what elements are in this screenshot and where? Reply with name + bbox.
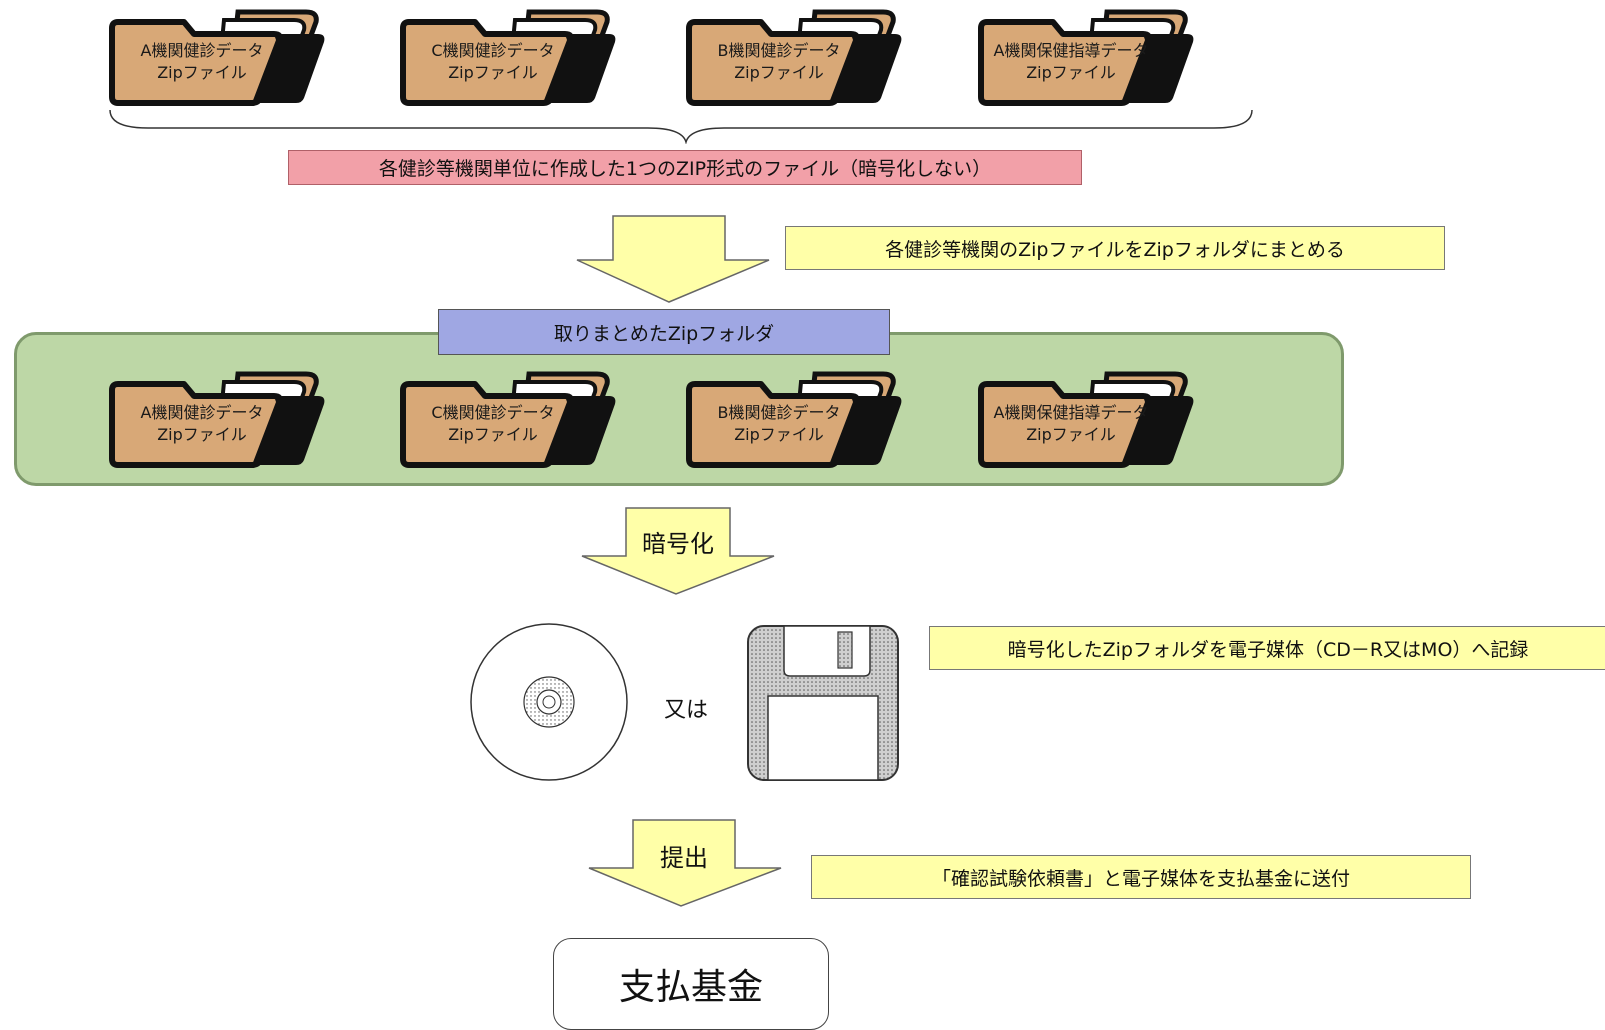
record-note: 暗号化したZipフォルダを電子媒体（CD－R又はMO）へ記録	[929, 626, 1605, 670]
folder-label-line1: C機関健診データ	[431, 41, 555, 60]
group-folder-a-checkup-zip: A機関健診データ Zipファイル	[106, 368, 326, 468]
record-note-text: 暗号化したZipフォルダを電子媒体（CD－R又はMO）へ記録	[1007, 638, 1529, 661]
folder-label-line2: Zipファイル	[1026, 425, 1116, 444]
down-arrow-encrypt	[581, 507, 775, 595]
grouping-brace	[109, 109, 1253, 144]
send-note: 「確認試験依頼書」と電子媒体を支払基金に送付	[811, 855, 1471, 899]
cd-disc-icon	[470, 623, 628, 781]
folder-a-guidance-zip: A機関保健指導データ Zipファイル	[975, 6, 1195, 106]
down-arrow-1	[576, 215, 770, 303]
folder-a-checkup-zip: A機関健診データ Zipファイル	[106, 6, 326, 106]
folder-label-line2: Zipファイル	[448, 63, 538, 82]
folder-label-line1: A機関健診データ	[140, 403, 264, 422]
mo-disk-icon	[747, 625, 899, 781]
group-folder-b-checkup-zip: B機関健診データ Zipファイル	[683, 368, 903, 468]
folder-b-checkup-zip: B機関健診データ Zipファイル	[683, 6, 903, 106]
folder-label-line1: B機関健診データ	[717, 41, 841, 60]
folder-label-line1: A機関健診データ	[140, 41, 264, 60]
zip-files-label: 各健診等機関単位に作成した1つのZIP形式のファイル（暗号化しない）	[288, 150, 1082, 185]
folder-label-line2: Zipファイル	[157, 63, 247, 82]
zip-files-label-text: 各健診等機関単位に作成した1つのZIP形式のファイル（暗号化しない）	[378, 158, 992, 180]
folder-label-line1: A機関保健指導データ	[993, 403, 1149, 422]
group-title-text: 取りまとめたZipフォルダ	[553, 322, 775, 345]
group-folder-c-checkup-zip: C機関健診データ Zipファイル	[397, 368, 617, 468]
group-folder-a-guidance-zip: A機関保健指導データ Zipファイル	[975, 368, 1195, 468]
step1-note-text: 各健診等機関のZipファイルをZipフォルダにまとめる	[885, 238, 1345, 261]
folder-label-line2: Zipファイル	[448, 425, 538, 444]
folder-c-checkup-zip: C機関健診データ Zipファイル	[397, 6, 617, 106]
encrypt-label: 暗号化	[642, 530, 714, 558]
destination-box: 支払基金	[553, 938, 829, 1030]
folder-label-line1: C機関健診データ	[431, 403, 555, 422]
folder-label-line2: Zipファイル	[1026, 63, 1116, 82]
folder-label-line1: B機関健診データ	[717, 403, 841, 422]
down-arrow-submit	[588, 819, 782, 907]
folder-label-line2: Zipファイル	[157, 425, 247, 444]
folder-label-line2: Zipファイル	[734, 425, 824, 444]
media-or-label: 又は	[664, 698, 709, 723]
destination-text: 支払基金	[618, 967, 763, 1008]
submit-label: 提出	[660, 844, 708, 872]
group-title: 取りまとめたZipフォルダ	[438, 309, 890, 355]
folder-label-line1: A機関保健指導データ	[993, 41, 1149, 60]
folder-label-line2: Zipファイル	[734, 63, 824, 82]
send-note-text: 「確認試験依頼書」と電子媒体を支払基金に送付	[931, 867, 1350, 890]
step1-note: 各健診等機関のZipファイルをZipフォルダにまとめる	[785, 226, 1445, 270]
